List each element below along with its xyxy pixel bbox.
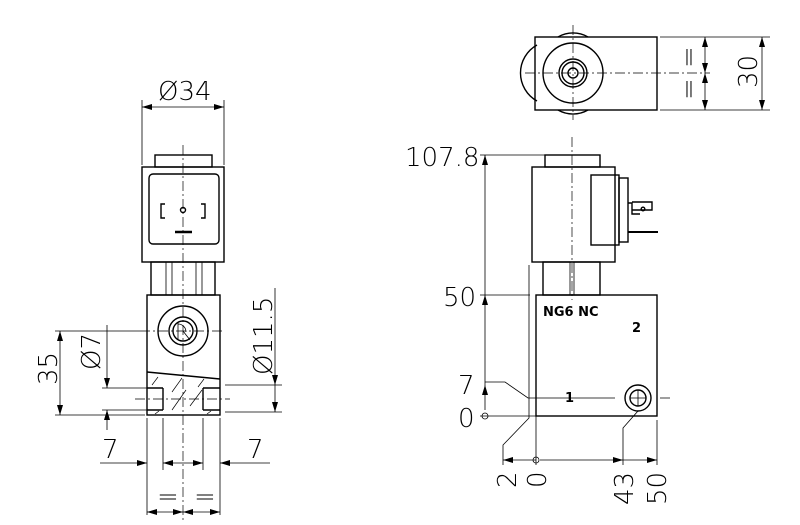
height-107-8: 107.8 xyxy=(405,143,479,173)
equal-right: = xyxy=(194,482,216,512)
side-coil-body xyxy=(531,166,616,263)
dim-left-7: 7 xyxy=(102,435,119,465)
side-coil-cap xyxy=(544,154,601,168)
spade-terminal xyxy=(628,201,653,215)
side-view: NG6 NC 2 1 107.8 50 7 0 2 0 43 50 xyxy=(405,137,673,505)
side-valve-block xyxy=(535,294,658,417)
front-view: Ø34 35 Ø7 Ø11.5 7 7 = = xyxy=(34,77,282,520)
dim-height-35: 35 xyxy=(34,352,64,385)
valve-label: NG6 NC xyxy=(543,305,599,320)
equal-left: = xyxy=(157,482,179,512)
terminal-icon xyxy=(160,203,206,219)
dim-diameter-34: Ø34 xyxy=(158,77,212,107)
top-view: = = 30 xyxy=(519,25,770,120)
width-0: 0 xyxy=(523,471,553,488)
height-50: 50 xyxy=(443,283,476,313)
side-hex-nut xyxy=(542,261,601,296)
equal-bottom: = xyxy=(674,78,704,100)
width-43: 43 xyxy=(610,472,640,505)
equal-top: = xyxy=(674,46,704,68)
port-2-label: 2 xyxy=(632,321,641,336)
dim-width-30: 30 xyxy=(734,55,764,88)
port-1-label: 1 xyxy=(565,391,574,406)
dim-diameter-7: Ø7 xyxy=(77,333,107,370)
dim-right-7: 7 xyxy=(247,435,264,465)
top-body xyxy=(534,36,658,111)
width-50: 50 xyxy=(643,472,673,505)
width-2: 2 xyxy=(493,471,523,488)
coil-cap xyxy=(154,154,213,168)
valve-block xyxy=(146,294,221,416)
height-7: 7 xyxy=(458,371,475,401)
connector-face xyxy=(148,173,220,245)
dim-diameter-11-5: Ø11.5 xyxy=(249,297,279,375)
height-0: 0 xyxy=(458,404,475,434)
